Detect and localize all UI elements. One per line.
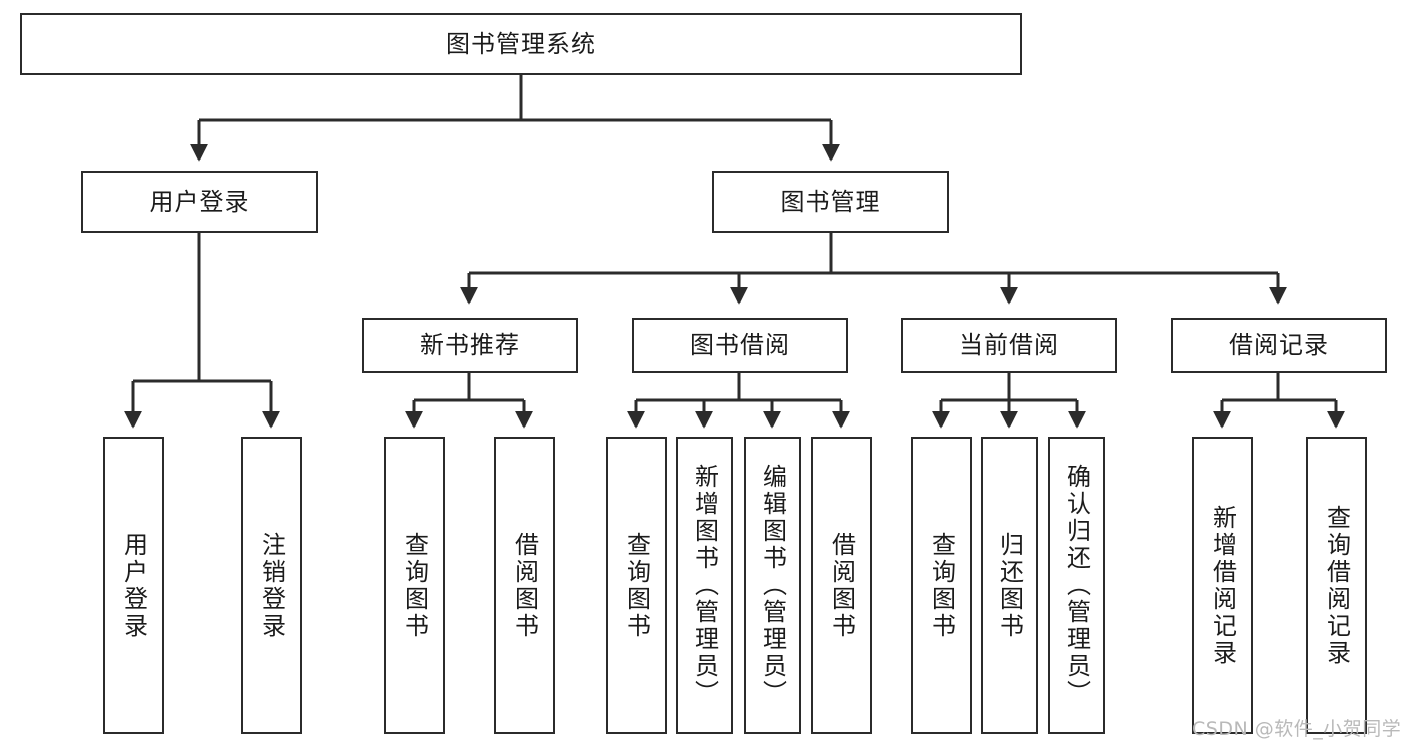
node-leaf-edit-book[interactable]: 编辑图书（管理员） — [744, 437, 801, 734]
node-leaf-user-login[interactable]: 用户登录 — [103, 437, 164, 734]
node-leaf-query-book-1[interactable]: 查询图书 — [384, 437, 445, 734]
node-label: 新增图书（管理员） — [690, 464, 719, 707]
node-label: 新增借阅记录 — [1208, 504, 1237, 667]
node-new-book-recommend[interactable]: 新书推荐 — [362, 318, 578, 373]
node-label: 查询借阅记录 — [1322, 504, 1351, 667]
node-label: 编辑图书（管理员） — [758, 464, 787, 707]
node-leaf-user-logout[interactable]: 注销登录 — [241, 437, 302, 734]
node-label: 确认归还（管理员） — [1062, 464, 1091, 707]
node-label: 新书推荐 — [420, 331, 520, 360]
node-label: 注销登录 — [257, 531, 286, 640]
node-leaf-query-record[interactable]: 查询借阅记录 — [1306, 437, 1367, 734]
node-label: 图书管理系统 — [446, 29, 596, 58]
node-label: 用户登录 — [119, 531, 148, 640]
node-label: 查询图书 — [927, 531, 956, 640]
node-book-borrow[interactable]: 图书借阅 — [632, 318, 848, 373]
node-label: 查询图书 — [400, 531, 429, 640]
node-leaf-add-record[interactable]: 新增借阅记录 — [1192, 437, 1253, 734]
node-borrow-record[interactable]: 借阅记录 — [1171, 318, 1387, 373]
node-label: 借阅图书 — [510, 531, 539, 640]
node-book-manage[interactable]: 图书管理 — [712, 171, 949, 233]
node-leaf-query-book-2[interactable]: 查询图书 — [606, 437, 667, 734]
node-leaf-add-book[interactable]: 新增图书（管理员） — [676, 437, 733, 734]
node-leaf-return-book[interactable]: 归还图书 — [981, 437, 1038, 734]
csdn-watermark: CSDN @软件_小贺同学 — [1192, 718, 1402, 740]
node-root-system[interactable]: 图书管理系统 — [20, 13, 1022, 75]
node-label: 查询图书 — [622, 531, 651, 640]
node-user-login[interactable]: 用户登录 — [81, 171, 318, 233]
node-label: 图书管理 — [780, 187, 881, 216]
node-current-borrow[interactable]: 当前借阅 — [901, 318, 1117, 373]
node-label: 借阅记录 — [1229, 331, 1329, 360]
node-leaf-confirm-return[interactable]: 确认归还（管理员） — [1048, 437, 1105, 734]
node-leaf-borrow-book-1[interactable]: 借阅图书 — [494, 437, 555, 734]
node-leaf-query-book-3[interactable]: 查询图书 — [911, 437, 972, 734]
node-label: 用户登录 — [149, 187, 250, 216]
node-label: 归还图书 — [995, 531, 1024, 640]
node-label: 借阅图书 — [827, 531, 856, 640]
node-label: 当前借阅 — [959, 331, 1059, 360]
node-label: 图书借阅 — [690, 331, 790, 360]
node-leaf-borrow-book-2[interactable]: 借阅图书 — [811, 437, 872, 734]
